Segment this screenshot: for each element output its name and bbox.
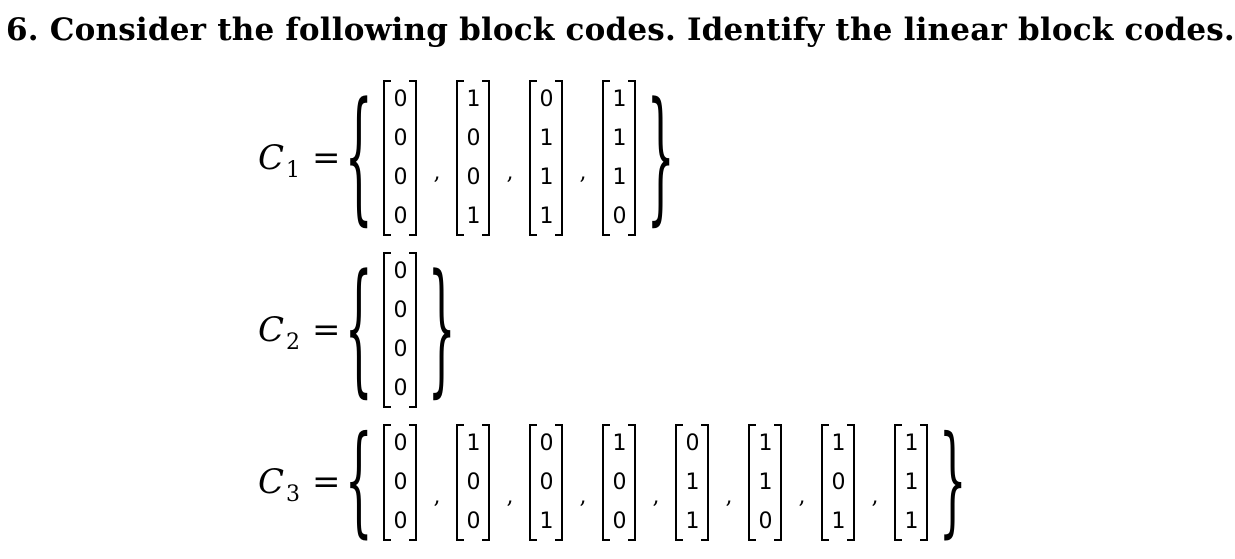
- codeword-vector: 1 0 0: [456, 423, 491, 541]
- vector-entry: 0: [539, 87, 554, 112]
- open-brace: {: [344, 413, 373, 551]
- vector-entry: 0: [393, 337, 408, 362]
- open-brace: {: [344, 75, 373, 241]
- code-name: C: [258, 138, 285, 178]
- equals-sign: =: [312, 138, 341, 178]
- codeword-vector: 1 1 1 0: [602, 80, 637, 236]
- vector-entry: 0: [539, 469, 554, 495]
- vector-entry: 0: [393, 508, 408, 534]
- code-subscript: 2: [286, 330, 301, 355]
- codeword-vector: 0 0 1: [529, 423, 564, 541]
- codeword-vector: 1 1 1: [894, 423, 929, 541]
- code-subscript: 3: [286, 482, 301, 507]
- close-brace: }: [647, 75, 676, 241]
- codeword-vector: 1 1 0: [748, 423, 783, 541]
- vector-entry: 1: [466, 204, 481, 229]
- vector-entry: 0: [393, 204, 408, 229]
- close-brace: }: [939, 413, 968, 551]
- vector-entry: 0: [831, 469, 846, 495]
- comma-separator: ,: [506, 483, 514, 509]
- vector-entry: 1: [612, 165, 627, 190]
- vector-entry: 0: [393, 126, 408, 151]
- codeword-vector: 0 0 0 0: [383, 80, 418, 236]
- codeword-vector: 1 0 1: [821, 423, 856, 541]
- vector-entry: 1: [612, 126, 627, 151]
- vector-entry: 0: [393, 469, 408, 495]
- vector-entry: 0: [393, 259, 408, 284]
- vector-entry: 0: [393, 298, 408, 323]
- vector-entry: 1: [539, 165, 554, 190]
- vector-entry: 1: [466, 87, 481, 112]
- close-brace: }: [428, 247, 457, 413]
- vector-entry: 0: [393, 376, 408, 401]
- vector-entry: 0: [466, 469, 481, 495]
- comma-separator: ,: [579, 159, 587, 185]
- code-name: C: [258, 310, 285, 350]
- vector-entry: 1: [904, 508, 919, 534]
- vector-entry: 1: [904, 469, 919, 495]
- vector-entry: 0: [393, 87, 408, 112]
- vector-entry: 1: [758, 430, 773, 456]
- codeword-vector: 1 0 0: [602, 423, 637, 541]
- comma-separator: ,: [579, 483, 587, 509]
- vector-entry: 1: [539, 508, 554, 534]
- comma-separator: ,: [798, 483, 806, 509]
- vector-entry: 0: [612, 469, 627, 495]
- codeword-list: 0 0 0 0, 1 0 0 1, 0 1 1 1, 1 1 1 0: [379, 80, 640, 236]
- vector-entry: 0: [612, 204, 627, 229]
- code-name: C: [258, 462, 285, 502]
- equals-sign: =: [312, 310, 341, 350]
- codeword-vector: 0 0 0 0: [383, 252, 418, 408]
- codeword-vector: 0 1 1: [675, 423, 710, 541]
- vector-entry: 1: [758, 469, 773, 495]
- comma-separator: ,: [506, 159, 514, 185]
- question-text: 6. Consider the following block codes. I…: [6, 12, 1235, 48]
- codeword-list: 0 0 0 0: [379, 252, 421, 408]
- vector-entry: 1: [685, 508, 700, 534]
- codeword-vector: 0 0 0: [383, 423, 418, 541]
- open-brace: {: [344, 247, 373, 413]
- comma-separator: ,: [871, 483, 879, 509]
- equals-sign: =: [312, 462, 341, 502]
- vector-entry: 1: [831, 430, 846, 456]
- vector-entry: 1: [466, 430, 481, 456]
- vector-entry: 0: [539, 430, 554, 456]
- codeword-list: 0 0 0, 1 0 0, 0 0 1, 1 0 0, 0 1 1, 1 1 0, 1 0 1, 1 1 1: [379, 423, 932, 541]
- comma-separator: ,: [652, 483, 660, 509]
- vector-entry: 1: [539, 126, 554, 151]
- vector-entry: 0: [685, 430, 700, 456]
- vector-entry: 1: [904, 430, 919, 456]
- comma-separator: ,: [433, 159, 441, 185]
- vector-entry: 1: [831, 508, 846, 534]
- vector-entry: 1: [539, 204, 554, 229]
- vector-entry: 0: [393, 430, 408, 456]
- comma-separator: ,: [725, 483, 733, 509]
- vector-entry: 0: [466, 165, 481, 190]
- comma-separator: ,: [433, 483, 441, 509]
- vector-entry: 1: [612, 430, 627, 456]
- vector-entry: 1: [612, 87, 627, 112]
- codeword-vector: 1 0 0 1: [456, 80, 491, 236]
- vector-entry: 1: [685, 469, 700, 495]
- vector-entry: 0: [758, 508, 773, 534]
- codeword-vector: 0 1 1 1: [529, 80, 564, 236]
- code-subscript: 1: [286, 158, 301, 183]
- vector-entry: 0: [393, 165, 408, 190]
- vector-entry: 0: [612, 508, 627, 534]
- vector-entry: 0: [466, 126, 481, 151]
- vector-entry: 0: [466, 508, 481, 534]
